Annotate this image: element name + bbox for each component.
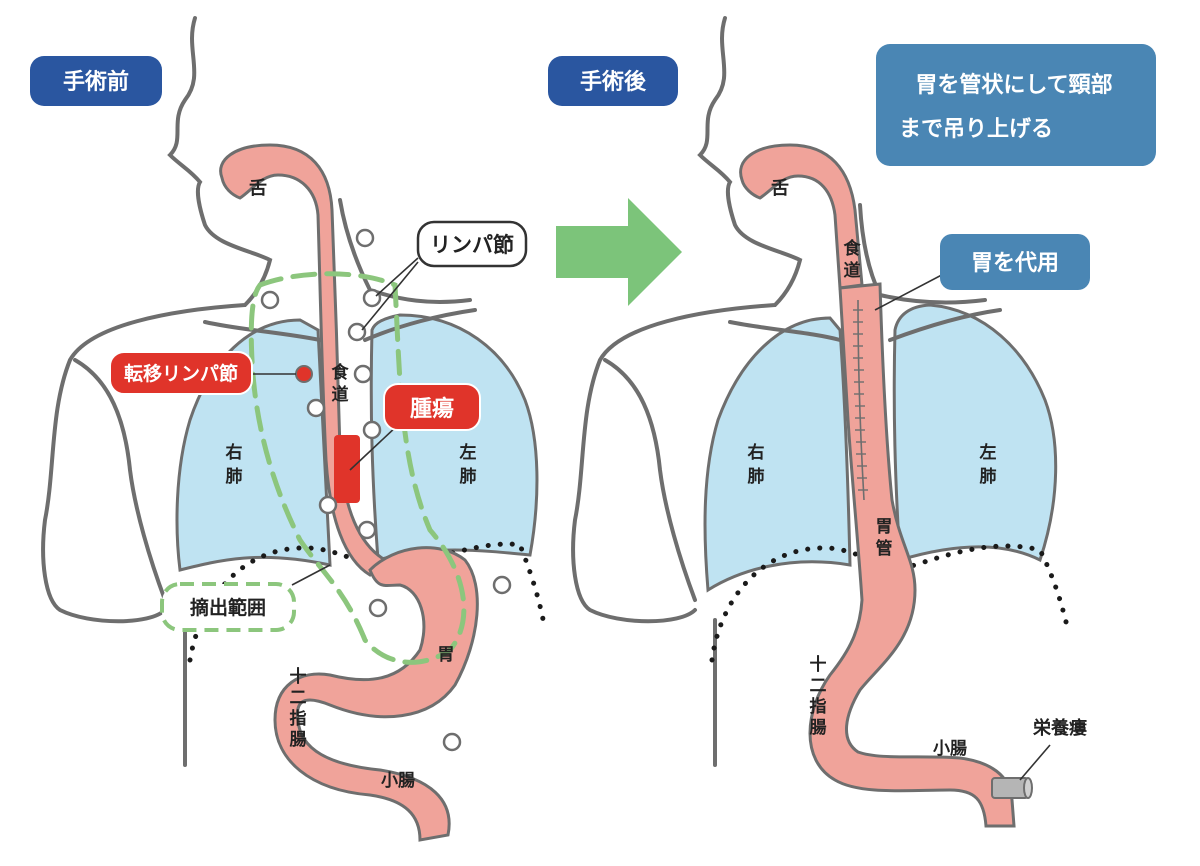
resection-range-callout: [160, 582, 296, 632]
after-panel: 舌 食 道 右 肺 左 肺 胃 管 十 二 指 腸 小腸 栄養瘻 胃を代用 胃を…: [548, 16, 1156, 828]
lymph-node: [347, 322, 367, 342]
procedure-note-box: [876, 44, 1156, 166]
tumor-callout: [383, 383, 481, 431]
metastatic-lymph-node-callout: [109, 351, 253, 395]
stomach-before: [273, 546, 479, 842]
duodenum-label-after-2: 二: [810, 676, 827, 696]
tongue-label-after: 舌: [771, 177, 789, 199]
before-title: 手術前: [63, 69, 129, 95]
lymph-node: [318, 495, 338, 515]
diaphragm-after: [709, 543, 1071, 663]
lymph-node-callout: [416, 220, 528, 268]
gastric-tube-label-1: 胃: [876, 517, 893, 537]
resection-range-outline: [248, 271, 467, 665]
lymph-node: [357, 520, 377, 540]
after-title: 手術後: [580, 69, 647, 95]
small-intestine-label-after: 小腸: [933, 739, 967, 759]
gastric-tube-label-2: 管: [876, 538, 893, 559]
lymph-node: [368, 598, 388, 618]
feeding-tube-end: [1023, 777, 1033, 799]
right-lung-label-2: 肺: [226, 467, 243, 487]
left-lung-label-after-2: 肺: [980, 467, 997, 487]
lymph-node: [353, 364, 373, 384]
before-title-badge: [30, 56, 162, 106]
lymph-node: [355, 228, 375, 248]
esophagus-remnant-after: [739, 143, 864, 290]
tumor-callout-text: 腫瘍: [410, 396, 454, 422]
collarbone-before: [203, 308, 477, 342]
duodenum-label-4: 腸: [290, 730, 307, 750]
feeding-tube-label: 栄養瘻: [1032, 717, 1087, 739]
esophagus-before: [219, 143, 388, 577]
stomach-label: 胃: [438, 645, 455, 665]
stomach-substitute-callout: [940, 234, 1090, 290]
duodenum-label-after-3: 指: [810, 696, 827, 717]
lymph-node: [442, 732, 462, 752]
left-lung-label-2: 肺: [460, 467, 477, 487]
resection-range-callout-text: 摘出範囲: [190, 596, 266, 619]
lymph-node: [260, 290, 280, 310]
transition-arrow: [556, 198, 682, 306]
procedure-note-line-2: まで吊り上げる: [899, 117, 1053, 142]
leader-lines-before: [252, 257, 419, 586]
right-lung-after: [703, 316, 852, 593]
lymph-node: [362, 420, 382, 440]
right-lung-label-after-1: 右: [748, 442, 765, 463]
esophagus-label-2: 道: [332, 384, 349, 405]
left-lung-label-after-1: 左: [980, 442, 997, 463]
lymph-node: [362, 288, 382, 308]
left-lung-after: [892, 303, 1058, 563]
tongue-label: 舌: [249, 177, 267, 199]
left-lung-before: [369, 313, 539, 562]
lymph-nodes: [260, 228, 512, 752]
duodenum-label-after-1: 十: [810, 654, 827, 675]
body-outline-after: [571, 16, 803, 767]
right-lung-label-after-2: 肺: [748, 467, 765, 487]
after-title-badge: [548, 56, 678, 106]
suture-ticks: [853, 309, 868, 491]
before-panel: 舌 食 道 右 肺 左 肺 胃 十 二 指 腸 小腸 リンパ節 転移リンパ節 腫…: [30, 16, 548, 842]
metastatic-lymph-node-callout-text: 転移リンパ節: [124, 362, 238, 385]
left-lung-label-1: 左: [460, 442, 477, 463]
duodenum-label-3: 指: [290, 708, 307, 729]
lymph-node: [306, 398, 326, 418]
stomach-substitute-text: 胃を代用: [971, 251, 1059, 276]
collarbone-after: [728, 308, 1002, 342]
duodenum-label-after-4: 腸: [810, 718, 827, 738]
feeding-tube-mark: [991, 777, 1029, 799]
esophagus-label-after-2: 道: [844, 260, 861, 281]
esophagus-label-1: 食: [332, 362, 350, 383]
metastatic-lymph-node-mark: [295, 365, 313, 383]
lymph-node-callout-text: リンパ節: [430, 233, 514, 257]
esophagus-label-after-1: 食: [844, 238, 862, 259]
small-intestine-label: 小腸: [381, 771, 415, 791]
duodenum-label-2: 二: [290, 688, 307, 708]
procedure-note-line-1: 胃を管状にして頸部: [915, 72, 1112, 98]
tumor-mark: [334, 435, 360, 503]
right-lung-label-1: 右: [226, 442, 243, 463]
lymph-node: [492, 575, 512, 595]
duodenum-label-1: 十: [290, 666, 307, 687]
